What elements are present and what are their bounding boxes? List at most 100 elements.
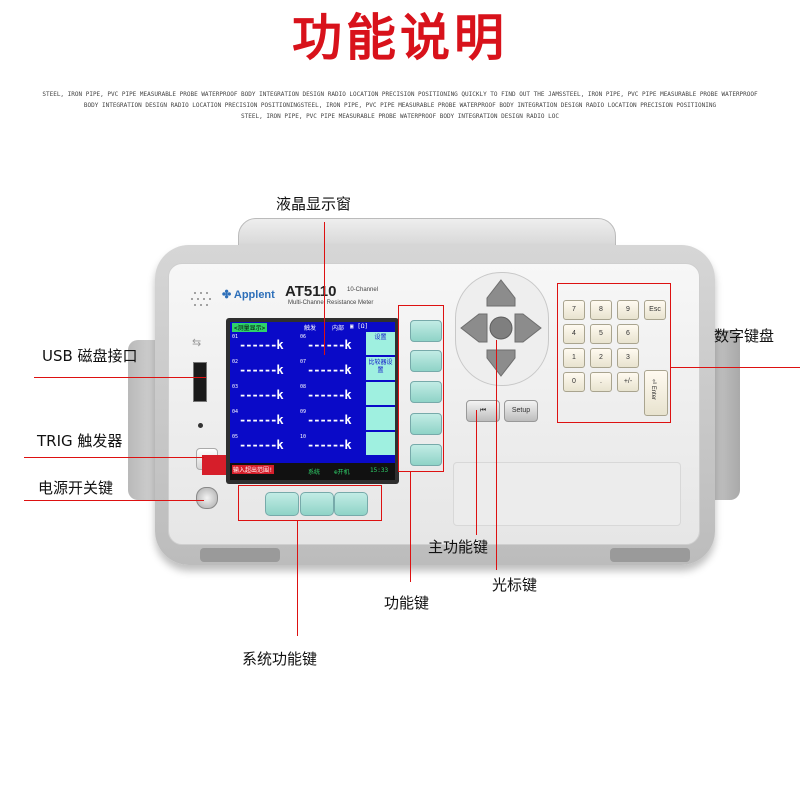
lcd-channel-label: 04 [232,409,239,415]
system-key-3[interactable] [334,492,368,516]
lcd-reading-value: ------k [239,388,284,402]
usb-port[interactable] [193,362,207,402]
trig-red-tab [202,455,228,475]
label-main-func: 主功能键 [428,538,489,556]
function-key-5[interactable] [410,444,442,466]
brand-logo: ✤ Applent [222,289,275,301]
leader-cursor [496,340,497,570]
function-key-3[interactable] [410,381,442,403]
lcd-reading-value: ------k [307,438,352,452]
lcd-footer-time: 15:33 [370,467,389,474]
lcd-softkey-column: 设置 比较器设置 [366,332,395,460]
lcd-header-trigger: 触发 [304,325,317,332]
arrow-right-icon[interactable] [514,313,542,343]
model-channels: 10-Channel [347,287,379,293]
model-name: AT5110 [285,283,337,300]
leader-main [476,410,477,535]
lcd-footer: 输入超出范围! 系统 ⊕开机 15:33 [230,463,395,480]
softkey-label-4 [366,407,395,431]
lcd-reading-value: ------k [307,363,352,377]
keypad-key[interactable]: 0 [563,372,585,392]
leader-usb [34,377,206,378]
keypad-key[interactable]: 5 [590,324,612,344]
enter-label: ⏎ Enter [650,379,656,401]
arrow-down-icon[interactable] [486,349,516,377]
leader-sys [297,521,298,636]
keypad-key[interactable]: +/- [617,372,639,392]
keypad-key[interactable]: Esc [644,300,666,320]
lcd-error-message: 输入超出范围! [232,465,274,474]
brand-name: Applent [233,289,275,301]
leader-trig [24,457,204,458]
softkey-label-1: 设置 [366,332,395,356]
lcd-reading-value: ------k [239,438,284,452]
system-key-1[interactable] [265,492,299,516]
label-keypad: 数字键盘 [714,327,775,345]
callout-box-sys [238,485,382,521]
system-key-2[interactable] [300,492,334,516]
lcd-channel-label: 08 [300,384,307,390]
panel-recess [453,462,681,526]
setup-button[interactable]: Setup [504,400,538,422]
keypad-key[interactable]: 8 [590,300,612,320]
arrow-up-icon[interactable] [486,279,516,307]
lcd-reading-value: ------k [239,363,284,377]
lcd-channel-label: 05 [232,434,239,440]
lcd-footer-system: 系统 [308,469,321,476]
subtitle-line-2: BODY INTEGRATION DESIGN RADIO LOCATION P… [83,102,717,109]
function-key-1[interactable] [410,320,442,342]
device-foot-left [200,548,280,562]
indicator-led [198,423,203,428]
label-sys-func: 系统功能键 [242,650,318,668]
speaker-grille [190,290,216,310]
leader-func [410,472,411,582]
leader-lcd [324,222,325,355]
lcd-channel-label: 02 [232,359,239,365]
lcd-header: <测量显示> 触发 内部 ▣ [Ω] [230,322,395,332]
keypad-key[interactable]: 7 [563,300,585,320]
lcd-channel-label: 07 [300,359,307,365]
lcd-channel-label: 06 [300,334,307,340]
label-lcd: 液晶显示窗 [276,195,352,213]
lcd-channel-label: 09 [300,409,307,415]
keypad-key[interactable]: 6 [617,324,639,344]
lcd-header-icons: ▣ [Ω] [350,323,369,330]
lcd-header-title: <测量显示> [232,323,268,332]
callout-box-func [398,305,444,472]
softkey-label-3 [366,382,395,406]
lcd-header-mode: 内部 [332,325,345,332]
subtitle-line-3: STEEL, IRON PIPE, PVC PIPE MEASURABLE PR… [241,113,559,120]
softkey-label-2: 比较器设置 [366,357,395,381]
label-trig: TRIG 触发器 [37,432,123,450]
power-button[interactable] [196,487,218,509]
leader-power [24,500,204,501]
keypad-key[interactable]: 1 [563,348,585,368]
function-key-2[interactable] [410,350,442,372]
lcd-reading-value: ------k [307,388,352,402]
keypad-key[interactable]: 4 [563,324,585,344]
lcd-reading-value: ------k [239,338,284,352]
label-cursor: 光标键 [492,576,538,594]
lcd-channel-label: 10 [300,434,307,440]
keypad-key[interactable]: 9 [617,300,639,320]
label-usb: USB 磁盘接口 [42,347,138,365]
device-foot-right [610,548,690,562]
lcd-footer-trigger: ⊕开机 [334,469,350,476]
cursor-center-icon[interactable] [489,316,513,340]
leader-keypad [671,367,800,368]
usb-icon: ⇆ [192,336,202,349]
subtitle-line-1: STEEL, IRON PIPE, PVC PIPE MEASURABLE PR… [42,91,758,98]
label-power: 电源开关键 [38,479,114,497]
cursor-arrows [460,279,542,377]
arrow-left-icon[interactable] [460,313,488,343]
model-description: Multi-Channel Resistance Meter [288,300,374,306]
main-function-button[interactable]: ⏮ [466,400,500,422]
keypad-key[interactable]: 2 [590,348,612,368]
function-key-4[interactable] [410,413,442,435]
keypad-key[interactable]: . [590,372,612,392]
enter-button[interactable]: ⏎ Enter [644,370,668,416]
keypad-key[interactable]: 3 [617,348,639,368]
lcd-reading-value: ------k [307,413,352,427]
lcd-channel-label: 01 [232,334,239,340]
